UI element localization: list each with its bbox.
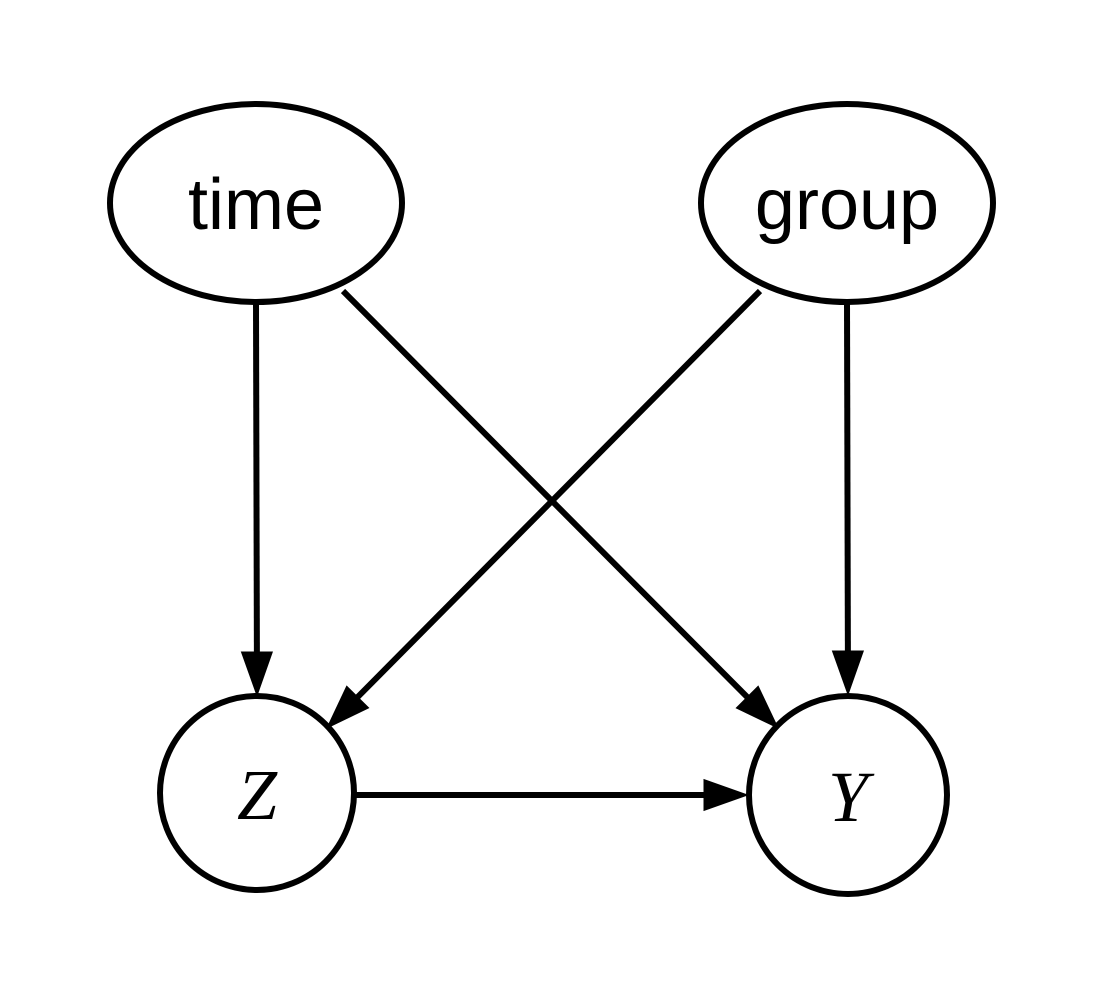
node-group[interactable]: group <box>698 101 996 305</box>
node-Z[interactable]: Z <box>157 693 357 893</box>
edge-group-to-Y[interactable] <box>831 301 865 696</box>
node-layer: time group Z Y <box>107 101 996 897</box>
node-time-label: time <box>188 165 324 245</box>
node-Y[interactable]: Y <box>746 693 950 897</box>
node-group-ellipse <box>698 101 996 305</box>
edge-group-to-Z[interactable] <box>326 288 763 729</box>
node-time-ellipse <box>107 101 405 305</box>
edge-layer <box>240 288 865 812</box>
edge-Z-to-Y-arrowhead <box>703 778 749 812</box>
edge-group-to-Y-arrowhead <box>831 650 865 696</box>
node-Y-label: Y <box>828 757 875 837</box>
edge-group-to-Y-line <box>844 301 851 654</box>
edge-time-to-Z-arrowhead <box>240 651 274 697</box>
node-group-label: group <box>755 165 939 245</box>
edge-group-to-Z-arrowhead <box>326 685 370 729</box>
edge-time-to-Y-line <box>340 288 752 701</box>
node-Y-circle <box>746 693 950 897</box>
edge-time-to-Y[interactable] <box>340 288 779 729</box>
node-time[interactable]: time <box>107 101 405 305</box>
node-Z-circle <box>157 693 357 893</box>
edge-time-to-Y-arrowhead <box>735 685 779 729</box>
edge-time-to-Z[interactable] <box>240 301 274 697</box>
edge-time-to-Z-line <box>253 301 260 655</box>
node-Z-label: Z <box>237 755 278 835</box>
edge-group-to-Z-line <box>353 288 763 701</box>
edge-Z-to-Y[interactable] <box>354 778 749 812</box>
